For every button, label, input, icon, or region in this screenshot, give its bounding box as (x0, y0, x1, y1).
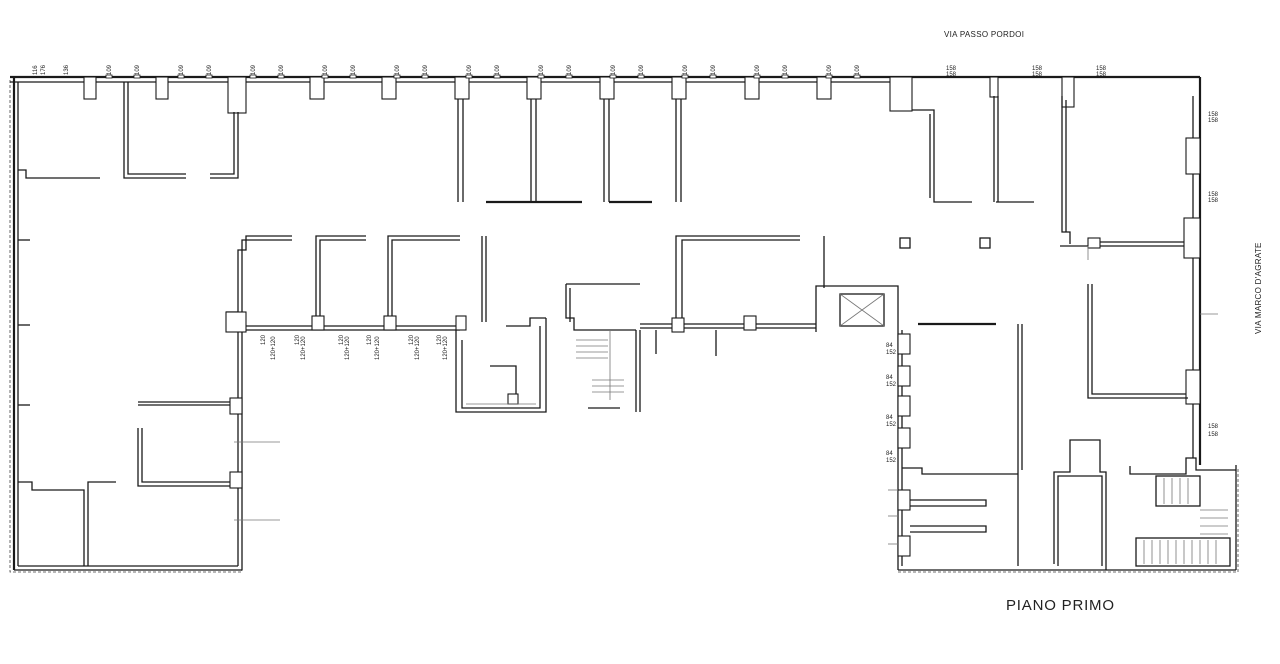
dim-label: 158 (1208, 192, 1219, 198)
dim-label: 109 (755, 64, 761, 75)
dim-label: 158 (1096, 72, 1107, 78)
dim-label: 109 (639, 64, 645, 75)
window-mark (709, 74, 717, 79)
window-mark (609, 74, 617, 79)
dim-label: 109 (279, 64, 285, 75)
window-mark (753, 74, 761, 79)
dim-label: 152 (886, 458, 897, 464)
window-mark (681, 74, 689, 79)
dim-label: 120 (261, 334, 267, 345)
dim-label: 158 (1032, 72, 1043, 78)
east-block (888, 96, 1236, 570)
dim-label: 120 (295, 334, 301, 345)
window-mark (493, 74, 501, 79)
dim-label: 158 (1208, 424, 1219, 430)
dim-label: 158 (1032, 66, 1043, 72)
east-dimensions: 158 158 158 158 158 158 158 158 158 158 … (946, 66, 1219, 438)
dim-label: 109 (783, 64, 789, 75)
dim-label: 109 (827, 64, 833, 75)
dim-label: 120 (367, 334, 373, 345)
dim-label: 158 (1208, 118, 1219, 124)
dim-label: 176 (41, 64, 47, 75)
dim-label: 158 (1096, 66, 1107, 72)
dim-label: 120+120 (443, 336, 449, 360)
dim-label: 109 (251, 64, 257, 75)
street-label-north: VIA PASSO PORDOI (944, 30, 1024, 39)
dim-label: 109 (611, 64, 617, 75)
dim-label: 109 (567, 64, 573, 75)
window-mark (205, 74, 213, 79)
dim-label: 109 (855, 64, 861, 75)
window-mark (537, 74, 545, 79)
dim-label: 109 (467, 64, 473, 75)
stair-dimensions: 84 152 84 152 84 152 84 152 (886, 343, 897, 464)
dim-label: 84 (886, 415, 893, 421)
dim-label: 120 (437, 334, 443, 345)
dim-label: 152 (886, 382, 897, 388)
central-stair (565, 283, 641, 412)
dim-label: 158 (1208, 112, 1219, 118)
window-mark (465, 74, 473, 79)
window-mark (321, 74, 329, 79)
dim-label: 109 (395, 64, 401, 75)
west-wing (18, 82, 280, 566)
window-mark (105, 74, 113, 79)
dim-label: 109 (495, 64, 501, 75)
dim-label: 109 (207, 64, 213, 75)
dim-label: 109 (683, 64, 689, 75)
street-label-east: VIA MARCO D'AGRATE (1254, 242, 1263, 334)
north-piers (83, 76, 1075, 114)
dim-label: 120+120 (271, 336, 277, 360)
dim-label: 120+120 (375, 336, 381, 360)
dim-label: 120+120 (345, 336, 351, 360)
window-mark (393, 74, 401, 79)
dim-label: 120 (339, 334, 345, 345)
window-mark (781, 74, 789, 79)
window-mark (825, 74, 833, 79)
dim-label: 84 (886, 343, 893, 349)
window-mark (133, 74, 141, 79)
dim-label: 109 (423, 64, 429, 75)
dim-label: 158 (946, 72, 957, 78)
dim-label: 109 (539, 64, 545, 75)
window-mark (421, 74, 429, 79)
inner-rooms (225, 235, 547, 413)
dim-label: 84 (886, 375, 893, 381)
dim-label: 109 (179, 64, 185, 75)
window-mark (177, 74, 185, 79)
window-mark (565, 74, 573, 79)
window-mark (349, 74, 357, 79)
window-mark (277, 74, 285, 79)
dim-label: 120+120 (415, 336, 421, 360)
window-mark (637, 74, 645, 79)
north-offices (457, 99, 682, 204)
dim-label: 136 (64, 64, 70, 75)
dim-label: 158 (1208, 432, 1219, 438)
north-repeat-dimensions: 109 109 109 109 109 109 109 109 109 109 109 109 109 1… (105, 64, 861, 79)
dim-label: 120 (409, 334, 415, 345)
dim-label: 109 (323, 64, 329, 75)
window-mark (853, 74, 861, 79)
dim-label: 158 (946, 66, 957, 72)
dim-label: 109 (351, 64, 357, 75)
dim-label: 84 (886, 451, 893, 457)
centre-right-rooms (655, 235, 996, 356)
dim-label: 152 (886, 350, 897, 356)
north-dimensions: 116 176 136 (33, 64, 70, 75)
window-mark (249, 74, 257, 79)
dim-label: 120+120 (301, 336, 307, 360)
dim-label: 116 (33, 65, 39, 75)
dim-label: 158 (1208, 198, 1219, 204)
exterior-walls (10, 75, 1237, 571)
dim-label: 109 (135, 64, 141, 75)
dim-label: 109 (711, 64, 717, 75)
dim-label: 152 (886, 422, 897, 428)
dim-label: 109 (107, 64, 113, 75)
plan-title: PIANO PRIMO (1006, 597, 1115, 614)
